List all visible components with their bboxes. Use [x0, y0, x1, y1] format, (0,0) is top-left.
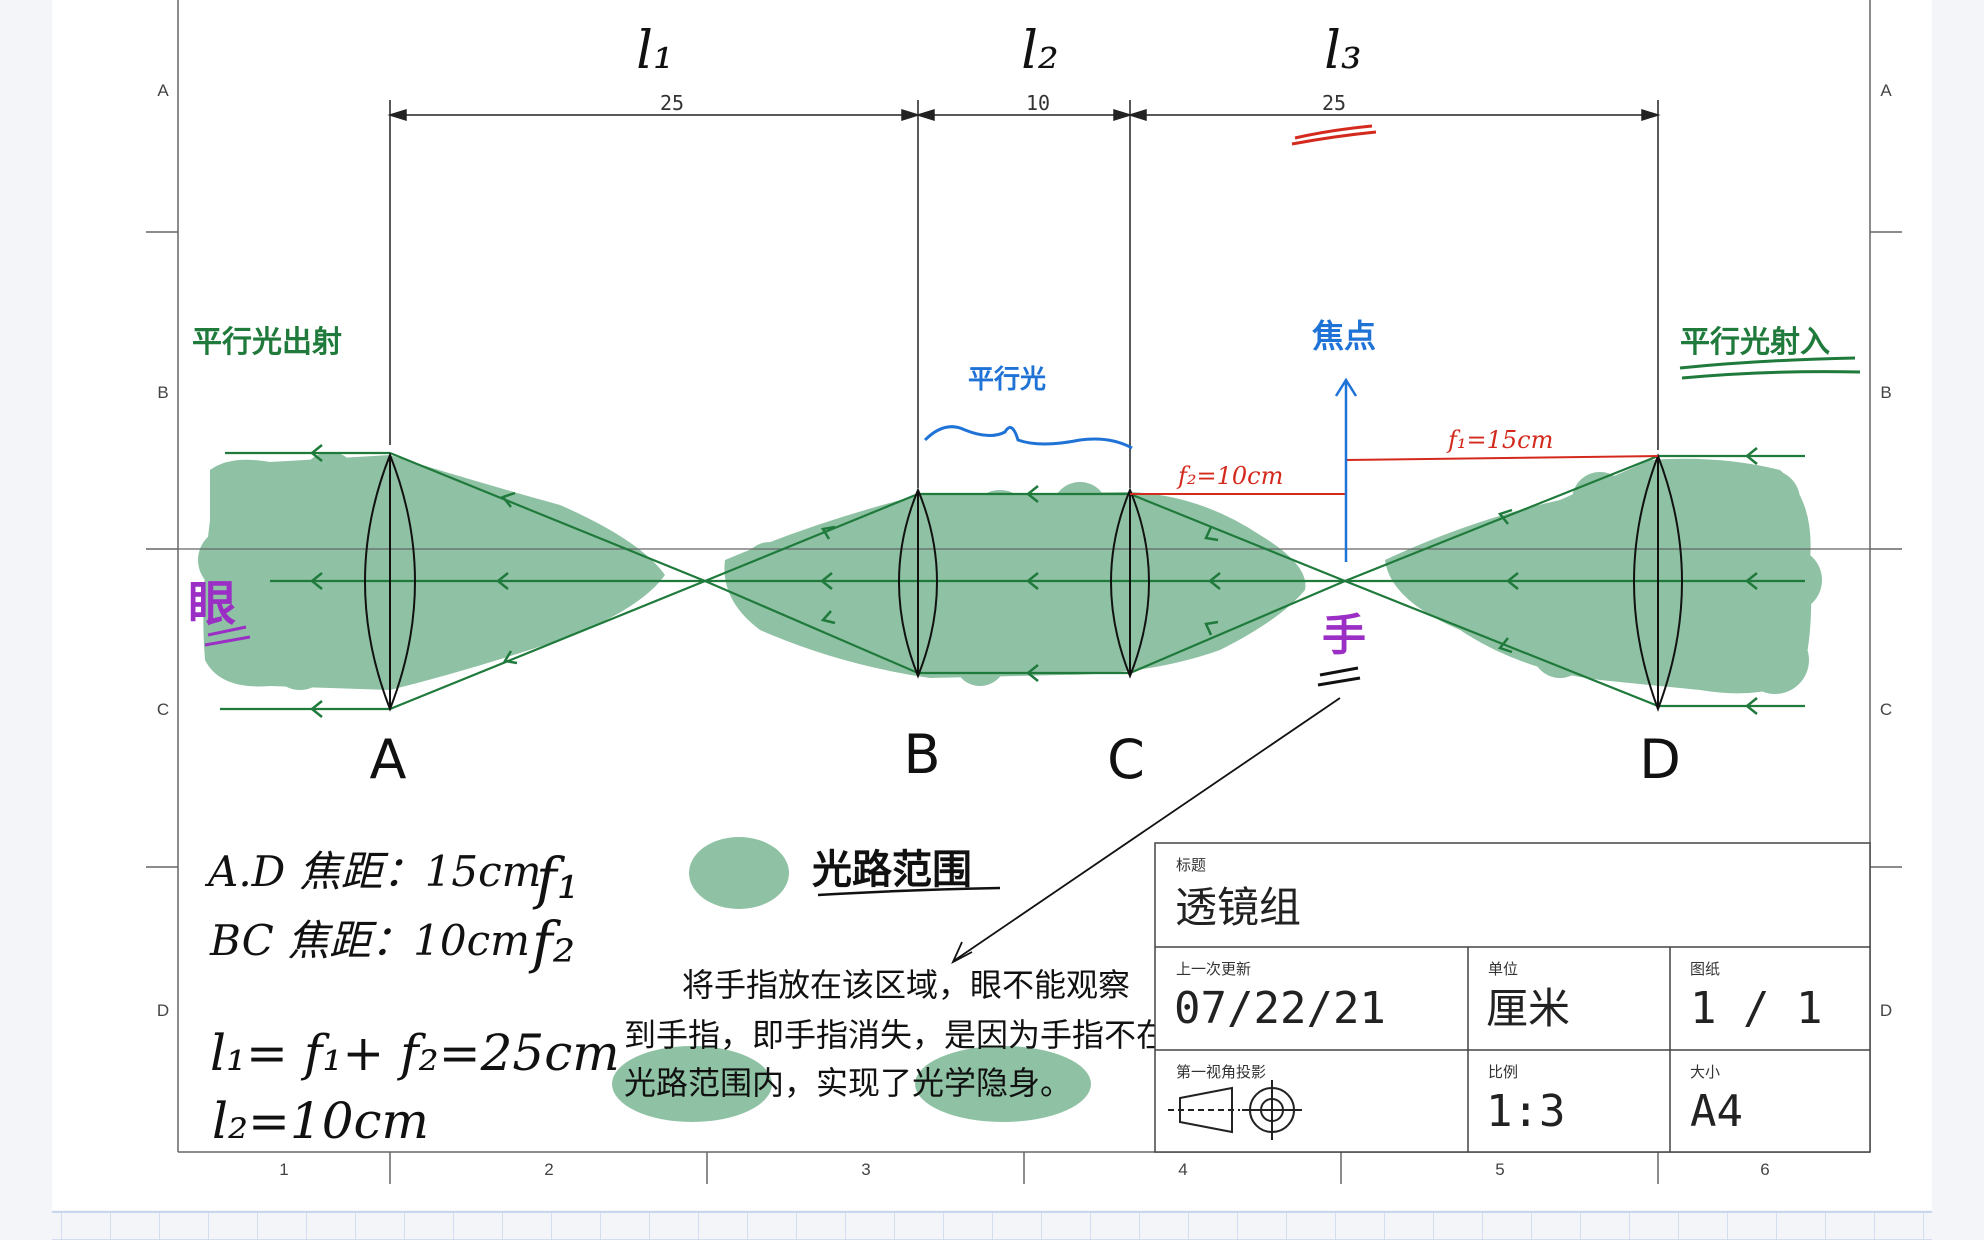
unit-value: 厘米	[1486, 984, 1570, 1033]
col-label-1: 1	[279, 1160, 288, 1179]
dim-value-l2: 10	[1026, 91, 1050, 115]
label-f2: f₂=10cm	[1176, 462, 1283, 490]
col-label-2: 2	[544, 1160, 553, 1179]
dim-label-l3: l₃	[1324, 21, 1361, 81]
note-ad-focal: A.D 焦距：15cm	[204, 847, 542, 896]
legend-underline	[817, 886, 1001, 897]
focal-arrow	[1334, 377, 1358, 562]
note-bc-sym: f₂	[528, 911, 575, 976]
dim-label-l2: l₂	[1021, 21, 1058, 81]
scale-label: 比例	[1488, 1064, 1518, 1081]
row-label-d-right: D	[1880, 1001, 1892, 1020]
unit-label: 单位	[1488, 961, 1518, 978]
title-value: 透镜组	[1175, 883, 1301, 932]
scale-value: 1:3	[1486, 1086, 1565, 1137]
focal-lines	[1130, 455, 1659, 495]
note-l1-eq: l₁= f₁+ f₂=25cm	[210, 1024, 620, 1082]
brace	[923, 425, 1133, 450]
projection-symbol-icon	[1168, 1080, 1302, 1140]
light-range-fill	[198, 452, 1822, 1122]
label-parallel-out: 平行光出射	[192, 325, 342, 360]
lens-label-b: B	[903, 723, 940, 786]
dim-label-l1: l₁	[636, 21, 673, 81]
updated-label: 上一次更新	[1176, 961, 1251, 978]
parallel-in-underline	[1679, 356, 1861, 380]
red-underline	[1291, 124, 1377, 146]
label-f1: f₁=15cm	[1446, 426, 1553, 454]
label-light-range: 光路范围	[812, 847, 972, 893]
note-l2-eq: l₂=10cm	[212, 1092, 429, 1150]
lens-label-d: D	[1639, 728, 1681, 791]
legend-swatch	[689, 837, 789, 909]
explain-line-1: 将手指放在该区域，眼不能观察	[682, 966, 1130, 1004]
sheet-label: 图纸	[1690, 961, 1720, 978]
lens-label-a: A	[370, 728, 407, 791]
note-bc-focal: BC 焦距：10cm	[209, 916, 530, 965]
col-label-6: 6	[1760, 1160, 1769, 1179]
row-label-b-left: B	[157, 383, 168, 402]
projection-label: 第一视角投影	[1176, 1063, 1266, 1081]
label-parallel-in: 平行光射入	[1680, 325, 1830, 360]
dimension-lines	[387, 100, 1661, 488]
hand-marks	[1317, 666, 1361, 687]
label-eye: 眼	[188, 576, 236, 632]
size-label: 大小	[1690, 1064, 1720, 1081]
pointer-line	[951, 697, 1341, 965]
updated-value: 07/22/21	[1174, 983, 1386, 1034]
ray-arrows	[309, 444, 1758, 718]
light-rays	[220, 451, 1805, 711]
explain-line-2: 到手指，即手指消失，是因为手指不在	[624, 1016, 1168, 1054]
label-focal-point: 焦点	[1312, 317, 1376, 355]
label-hand: 手	[1322, 610, 1366, 661]
row-label-c-left: C	[157, 700, 169, 719]
size-value: A4	[1690, 1086, 1743, 1137]
row-label-d-left: D	[157, 1001, 169, 1020]
lens-label-c: C	[1107, 728, 1145, 791]
row-label-c-right: C	[1880, 700, 1892, 719]
col-label-5: 5	[1495, 1160, 1504, 1179]
label-parallel-mid: 平行光	[968, 364, 1046, 395]
row-label-b-right: B	[1880, 383, 1891, 402]
dim-value-l1: 25	[660, 91, 684, 115]
col-label-4: 4	[1178, 1160, 1187, 1179]
col-label-3: 3	[861, 1160, 870, 1179]
eye-marks	[204, 625, 251, 647]
grid-strip	[52, 1212, 1932, 1240]
lenses	[364, 452, 1683, 712]
title-label: 标题	[1176, 857, 1206, 874]
title-block	[1154, 842, 1871, 1153]
explain-line-3: 光路范围内，实现了光学隐身。	[624, 1064, 1072, 1102]
note-ad-sym: f₁	[532, 847, 579, 912]
sheet-value: 1 / 1	[1690, 983, 1822, 1034]
dim-value-l3: 25	[1322, 91, 1346, 115]
row-label-a-left: A	[157, 81, 169, 100]
row-label-a-right: A	[1880, 81, 1892, 100]
